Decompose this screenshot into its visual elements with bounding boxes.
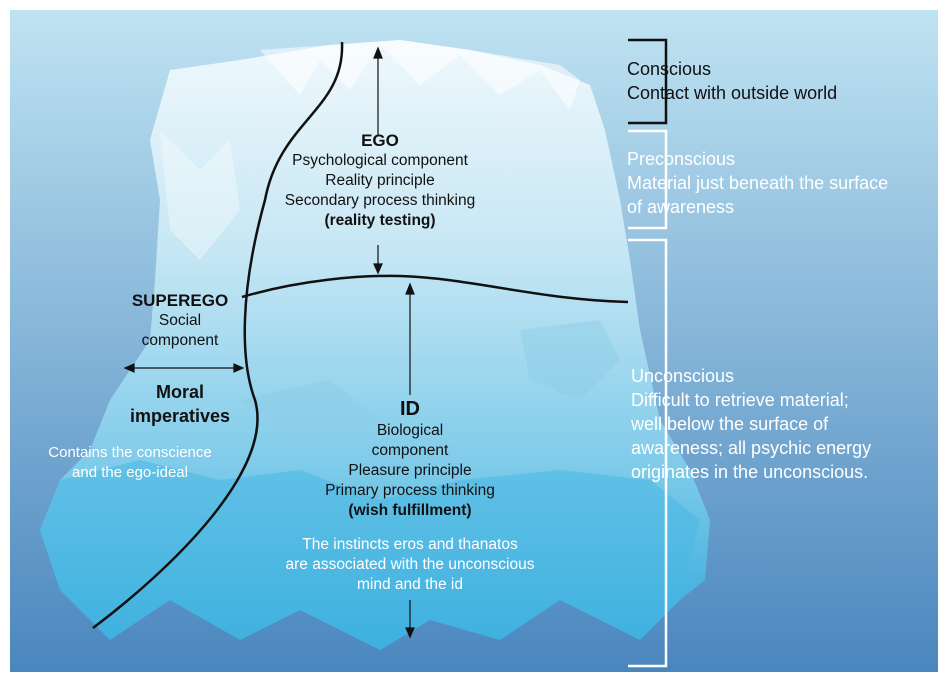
ego-id-boundary-line [241, 274, 629, 304]
superego-note-block: Contains the conscience and the ego-idea… [15, 443, 245, 483]
ice-shadow [520, 320, 620, 400]
superego-note-line: Contains the conscience [48, 444, 212, 461]
conscious-line: Conscious [627, 59, 712, 79]
superego-emphasis-line: imperatives [129, 406, 231, 426]
preconscious-bracket [628, 129, 668, 230]
id-note-block: The instincts eros and thanatos are asso… [240, 535, 580, 595]
preconscious-level: Preconscious Material just beneath the s… [627, 147, 888, 219]
unconscious-line: Difficult to retrieve material; [631, 390, 849, 410]
superego-note-line: and the ego-ideal [72, 464, 188, 481]
ego-label-block: EGO Psychological component Reality prin… [250, 131, 510, 231]
unconscious-line: originates in the unconscious. [631, 462, 869, 482]
id-emphasis: (wish fulfillment) [348, 502, 472, 519]
preconscious-line: Preconscious [627, 149, 736, 169]
superego-moral-block: Moral imperatives [110, 380, 250, 428]
ice-deep [40, 460, 700, 650]
superego-line: component [141, 332, 219, 349]
superego-boundary-line [92, 41, 344, 629]
id-note-line: mind and the id [357, 576, 463, 593]
id-up-arrow [405, 282, 415, 395]
ego-emphasis: (reality testing) [324, 212, 436, 229]
ego-line: Psychological component [292, 152, 468, 169]
superego-emphasis-line: Moral [155, 382, 204, 402]
preconscious-line: Material just beneath the surface [627, 173, 889, 193]
id-down-arrow [405, 600, 415, 639]
superego-label-block: SUPEREGO Social component [100, 291, 260, 351]
id-note-line: are associated with the unconscious [285, 556, 535, 573]
id-title: ID [400, 398, 420, 420]
unconscious-line: Unconscious [631, 366, 735, 386]
unconscious-level: Unconscious Difficult to retrieve materi… [631, 364, 871, 484]
ego-line: Secondary process thinking [284, 192, 476, 209]
superego-title: SUPEREGO [131, 291, 229, 310]
ego-title: EGO [361, 131, 399, 150]
ice-highlight [160, 130, 240, 260]
unconscious-line: awareness; all psychic energy [631, 438, 872, 458]
unconscious-bracket [628, 238, 668, 668]
ice-highlight [260, 40, 580, 110]
conscious-bracket [628, 38, 668, 125]
ego-up-arrow [373, 46, 383, 135]
id-line: Primary process thinking [325, 482, 495, 499]
id-line: Pleasure principle [348, 462, 472, 479]
preconscious-line: of awareness [627, 197, 735, 217]
superego-double-arrow [123, 363, 245, 373]
superego-line: Social [158, 312, 202, 329]
ice-shadow [240, 380, 380, 440]
id-label-block: ID Biological component Pleasure princip… [280, 397, 540, 521]
ego-down-arrow [373, 245, 383, 275]
conscious-line: Contact with outside world [627, 83, 838, 103]
id-line: Biological [376, 422, 444, 439]
id-note-line: The instincts eros and thanatos [302, 536, 518, 553]
ego-line: Reality principle [325, 172, 435, 189]
conscious-level: Conscious Contact with outside world [627, 57, 837, 105]
id-line: component [371, 442, 449, 459]
unconscious-line: well below the surface of [631, 414, 829, 434]
